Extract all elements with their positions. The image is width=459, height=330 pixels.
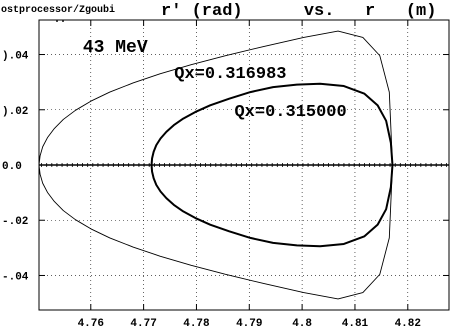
- x-tick-label: 4.76: [78, 318, 104, 330]
- y-tick-label: -.02: [2, 216, 28, 228]
- x-tick-label: 4.78: [183, 318, 210, 330]
- x-tick-label: 4.82: [395, 318, 421, 330]
- series-layer: [38, 30, 394, 300]
- x-tick-label: 4.77: [130, 318, 156, 330]
- annotation-label: Qx=0.316983: [174, 65, 286, 84]
- series-curve-2: [150, 82, 394, 248]
- y-tick-label: ).02: [2, 106, 28, 118]
- ticks: [39, 20, 449, 310]
- y-tick-labels: ).04 ).02 0.0 -.02 -.04: [2, 51, 29, 284]
- annotation-label: Qx=0.315000: [234, 103, 346, 122]
- annotation-label: 43 MeV: [83, 38, 148, 58]
- source-dots: ..: [54, 15, 66, 26]
- source-label: ostprocessor/Zgoubi: [1, 4, 115, 16]
- x-tick-label: 4.8: [292, 318, 312, 330]
- chart-title: r' (rad) vs. r (m): [161, 2, 436, 21]
- y-tick-label: ).04: [2, 51, 29, 63]
- y-tick-label: 0.0: [2, 161, 22, 173]
- y-tick-label: -.04: [2, 271, 29, 283]
- x-tick-label: 4.81: [342, 318, 369, 330]
- x-tick-label: 4.79: [236, 318, 262, 330]
- x-tick-labels: 4.76 4.77 4.78 4.79 4.8 4.81 4.82: [78, 318, 421, 330]
- zero-line: [39, 163, 449, 167]
